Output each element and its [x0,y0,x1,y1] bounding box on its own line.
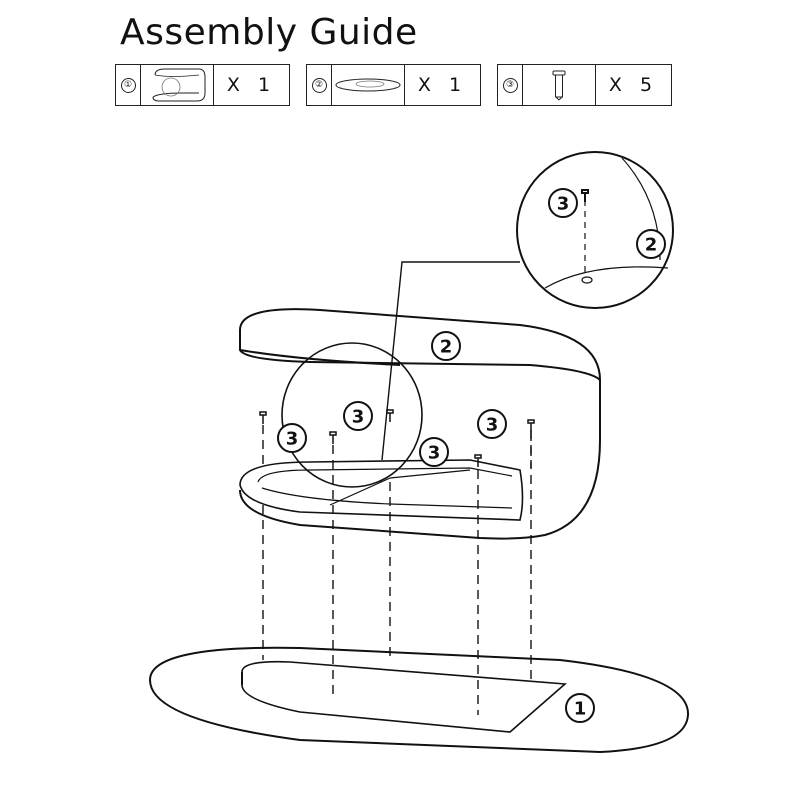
callout-part-3: 3 [352,407,365,428]
part-row-1: ① X 1 [115,64,290,106]
table-body-icon [141,65,214,105]
base-plate-part-1 [148,646,690,754]
callout-part-3: 3 [286,429,299,450]
top-panel-part-2 [239,308,601,540]
part-row-3: ③ X 5 [497,64,672,106]
part-qty-3: X 5 [608,74,659,96]
callout-part-2: 2 [645,235,658,256]
top-panel-icon [332,65,405,105]
page-title: Assembly Guide [120,12,418,53]
part-qty-1: X 1 [226,74,277,96]
dowel-pins [259,409,535,467]
callout-part-2: 2 [440,337,453,358]
part-row-2: ② X 1 [306,64,481,106]
part-qty-2: X 1 [417,74,468,96]
alignment-guides [262,425,532,715]
callout-part-3: 3 [557,194,570,215]
callout-part-3: 3 [486,415,499,436]
part-number-3: ③ [502,77,518,93]
callout-part-1: 1 [574,699,587,720]
dowel-pin-icon [523,65,596,105]
callouts [277,188,666,723]
lower-shelf [239,459,524,521]
callout-part-3: 3 [428,443,441,464]
detail-zoom-circle [381,151,674,461]
part-number-1: ① [120,77,136,93]
part-number-2: ② [311,77,327,93]
